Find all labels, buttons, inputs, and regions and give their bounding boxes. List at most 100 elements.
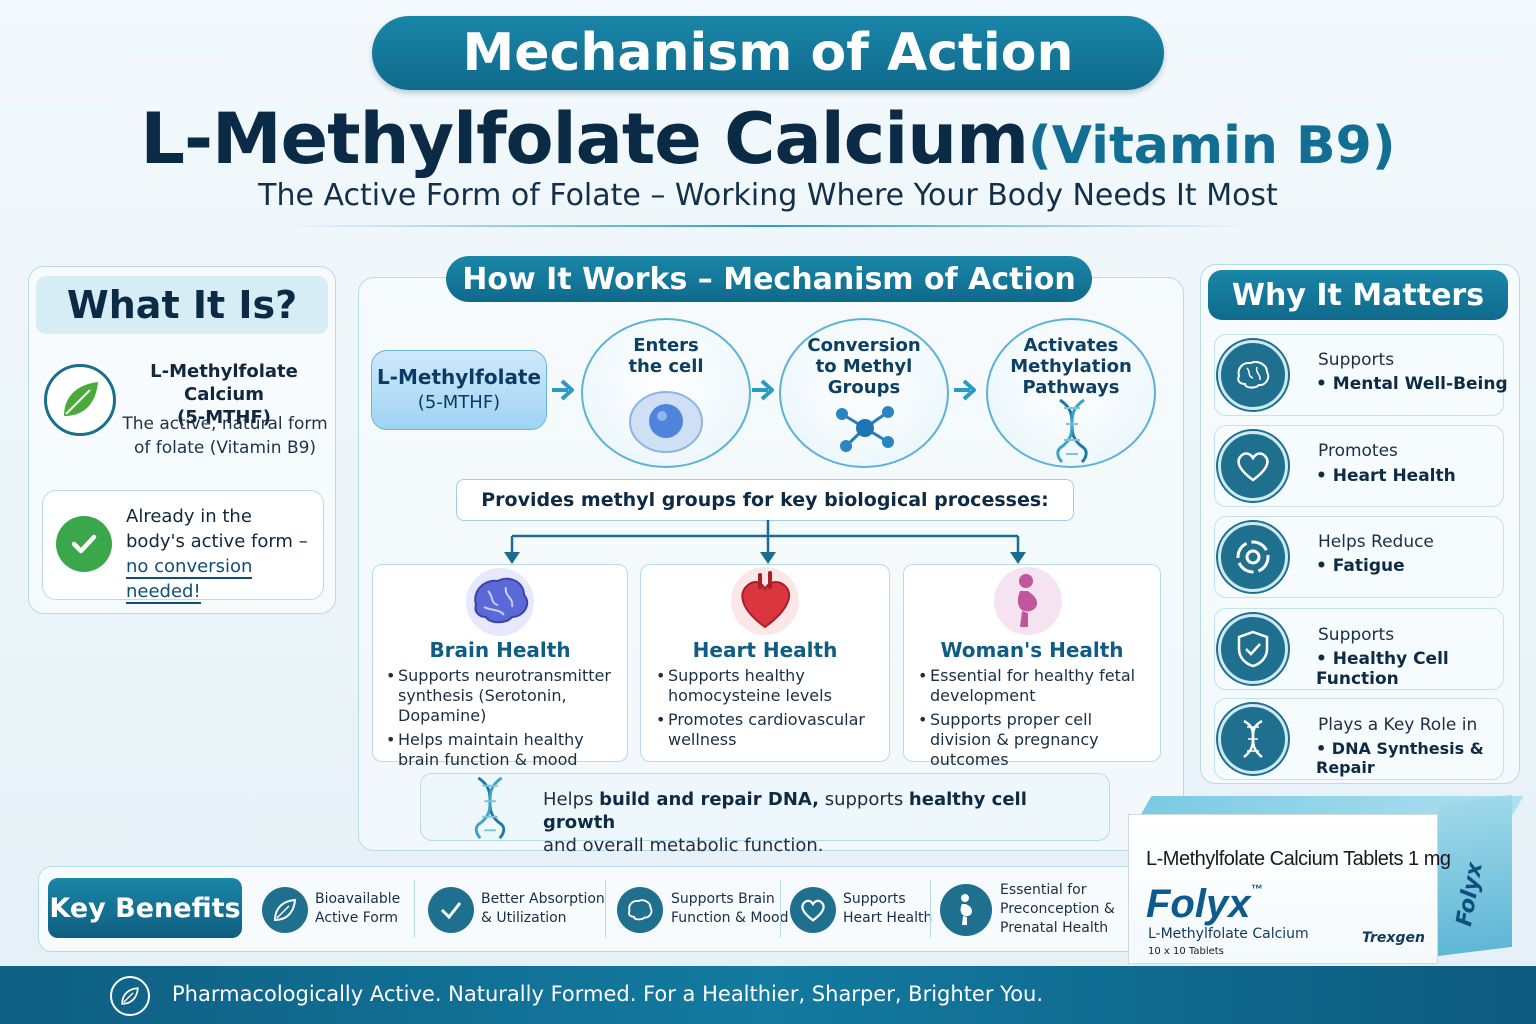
arrow-right-icon (552, 379, 574, 401)
benefit-divider (414, 880, 415, 938)
product-brand-text: Folyx (1146, 882, 1251, 926)
start-node: L-Methylfolate (5-MTHF) (371, 350, 547, 430)
leaf-icon (110, 976, 150, 1016)
already-active-text: Already in the body's active form – no c… (126, 504, 320, 604)
pregnancy-icon (994, 567, 1062, 635)
womans-health-list: Essential for healthy fetal development … (918, 666, 1158, 774)
product-count: 10 x 10 Tablets (1148, 946, 1224, 957)
name-line1: L-Methylfolate Calcium (150, 361, 298, 405)
brain-health-title: Brain Health (429, 638, 571, 662)
dna-mid: supports (818, 789, 909, 810)
product-generic: L-Methylfolate Calcium (1148, 926, 1309, 942)
why-it-matters-heading: Why It Matters (1208, 270, 1508, 320)
footer-text: Pharmacologically Active. Naturally Form… (172, 982, 1043, 1006)
benefit-divider (780, 880, 781, 938)
dna-summary-text: Helps build and repair DNA, supports hea… (543, 788, 1103, 857)
check-icon (56, 516, 112, 572)
list-item: Promotes cardiovascular wellness (656, 710, 886, 750)
header-pill-text: Mechanism of Action (462, 23, 1074, 83)
step-activates-label: Activates Methylation Pathways (986, 335, 1156, 398)
benefit-2-line1: Better Absorption (481, 891, 605, 907)
why-item-mental-line1: Supports (1318, 350, 1395, 370)
footer-emphasis: Pharmacologically Active. (172, 982, 442, 1006)
step-3-line3: Pathways (1022, 377, 1120, 398)
page-title-main: L-Methylfolate Calcium (140, 98, 1029, 180)
tagline: The Active Form of Folate – Working Wher… (258, 178, 1278, 213)
benefit-3-line1: Supports Brain (671, 891, 775, 907)
brain-icon (1218, 340, 1288, 410)
list-item: Helps maintain healthy brain function & … (386, 730, 626, 770)
arrow-right-icon (752, 379, 774, 401)
name-line2: (5-MTHF) (177, 407, 271, 428)
energy-icon (1218, 522, 1288, 592)
benefit-4-line1: Supports (843, 891, 906, 907)
step-conversion-label: Conversion to Methyl Groups (779, 335, 949, 398)
why-item-fatigue-line2: • Fatigue (1316, 556, 1405, 576)
product-tm: ™ (1250, 882, 1263, 896)
footer-rest: Naturally Formed. For a Healthier, Sharp… (441, 982, 1044, 1006)
benefit-bioavailable: Bioavailable Active Form (315, 890, 400, 928)
list-item: Supports neurotransmitter synthesis (Ser… (386, 666, 626, 726)
benefit-1-line2: Active Form (315, 910, 399, 926)
benefit-1-line1: Bioavailable (315, 891, 401, 907)
dna-icon (1218, 704, 1288, 774)
heart-organ-icon (731, 567, 799, 635)
benefit-2-line2: & Utilization (481, 910, 567, 926)
leaf-icon (262, 887, 308, 933)
benefit-absorption: Better Absorption & Utilization (481, 890, 605, 928)
why-item-heart-line1: Promotes (1318, 441, 1398, 461)
dna-bold-1: build and repair DNA, (599, 789, 819, 810)
step-3-line2: Methylation (1010, 356, 1132, 377)
check-icon (428, 887, 474, 933)
start-node-line2: (5-MTHF) (417, 392, 501, 413)
list-item: Supports healthy homocysteine levels (656, 666, 886, 706)
product-maker: Trexgen (1362, 930, 1425, 946)
dna-post: and overall metabolic function. (543, 835, 824, 856)
dna-icon (474, 776, 506, 840)
cell-icon (629, 391, 703, 453)
dna-pre: Helps (543, 789, 600, 810)
molecule-icon (836, 406, 894, 452)
benefit-divider (605, 880, 606, 938)
why-item-dna-line1: Plays a Key Role in (1318, 715, 1478, 735)
benefit-divider (930, 880, 931, 938)
brain-icon (466, 568, 534, 636)
branch-connector (504, 520, 1026, 564)
why-item-fatigue-line1: Helps Reduce (1318, 532, 1434, 552)
product-name: L-Methylfolate Calcium Tablets 1 mg (1146, 848, 1451, 870)
brain-icon (617, 887, 663, 933)
how-it-works-heading: How It Works – Mechanism of Action (446, 256, 1092, 302)
benefit-5-line1: Essential for (1000, 882, 1087, 898)
benefit-3-line2: Function & Mood (671, 910, 789, 926)
already-line2: body's active form – (126, 531, 308, 552)
desc-line2: of folate (Vitamin B9) (133, 438, 317, 458)
pregnancy-icon (940, 884, 992, 936)
heart-icon (790, 887, 836, 933)
benefit-5-line2: Preconception & (1000, 901, 1115, 917)
step-2-line3: Groups (827, 377, 901, 398)
what-it-is-heading: What It Is? (36, 276, 328, 334)
benefit-brain: Supports Brain Function & Mood (671, 890, 788, 928)
leaf-icon (44, 364, 116, 436)
step-3-line1: Activates (1023, 335, 1119, 356)
what-it-is-name: L-Methylfolate Calcium (5-MTHF) (116, 360, 332, 429)
step-2-line1: Conversion (807, 335, 921, 356)
product-box-front (1128, 814, 1438, 964)
key-benefits-heading: Key Benefits (48, 878, 242, 938)
benefit-5-line3: Prenatal Health (1000, 920, 1109, 936)
benefit-4-line2: Heart Health (843, 910, 933, 926)
already-line1: Already in the (126, 506, 252, 527)
heart-icon (1218, 431, 1288, 501)
dna-bold-2: healthy cell growth (543, 789, 1027, 833)
why-item-heart-line2: • Heart Health (1316, 466, 1456, 486)
already-line3: no conversion needed! (126, 556, 253, 604)
start-node-line1: L-Methylfolate (376, 365, 542, 389)
step-1-line2: the cell (628, 356, 704, 377)
what-it-is-desc: The active, natural form of folate (Vita… (118, 412, 332, 460)
benefit-heart: Supports Heart Health (843, 890, 932, 928)
page-title: L-Methylfolate Calcium(Vitamin B9) (0, 98, 1536, 180)
dna-summary-box (420, 773, 1110, 841)
brain-health-list: Supports neurotransmitter synthesis (Ser… (386, 666, 626, 774)
step-enters-cell-label: Enters the cell (581, 335, 751, 377)
step-1-line1: Enters (633, 335, 699, 356)
